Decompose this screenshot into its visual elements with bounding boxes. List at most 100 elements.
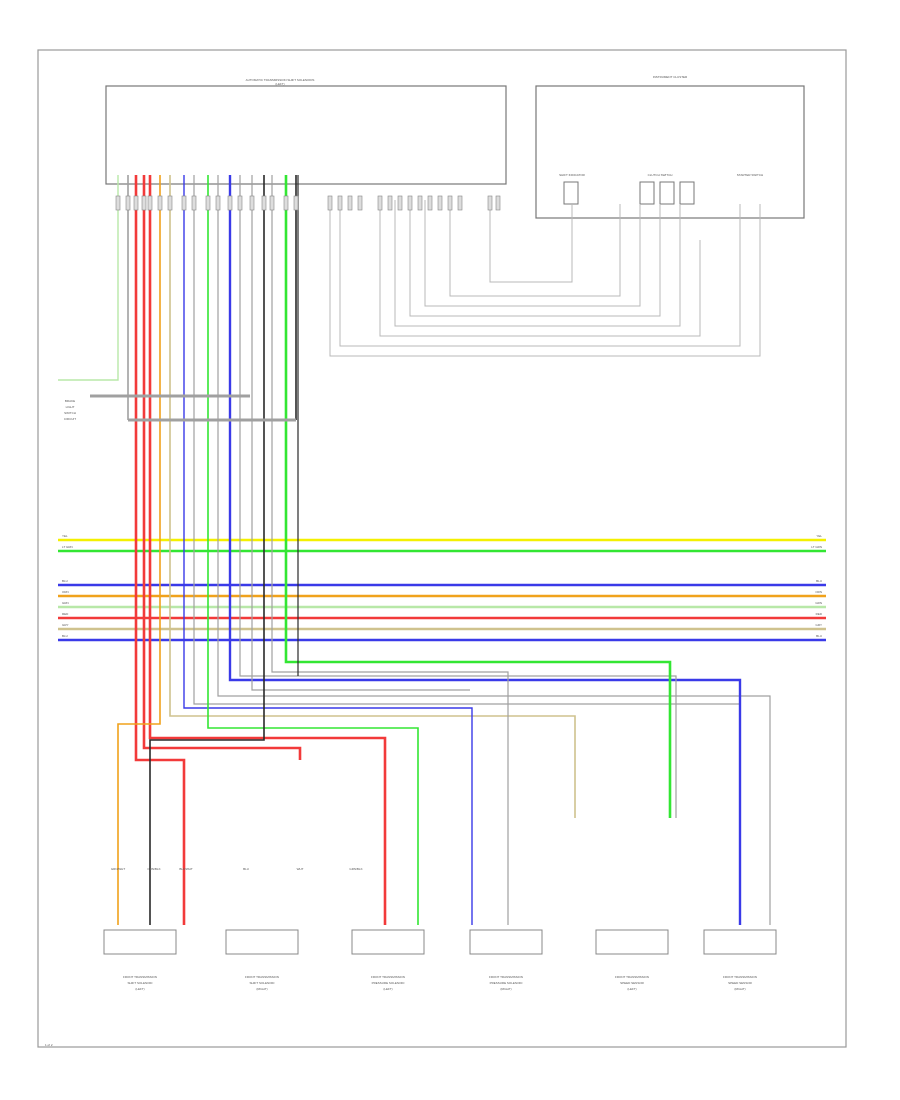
wire xyxy=(134,175,186,925)
harness-labels: GRN/WHT ORN/BLK BLK/WHT BLU WHT GRN/BLK xyxy=(111,867,363,871)
component-label: SPEED SENSOR xyxy=(620,981,645,985)
left-label-2: LIGHT xyxy=(66,405,75,409)
connector-pin xyxy=(269,195,275,211)
component-label: (LEFT) xyxy=(627,987,636,991)
connector-pin xyxy=(261,195,267,211)
bus-label: RED xyxy=(816,612,823,616)
connector-pin xyxy=(141,195,147,211)
harness-label: ORN/BLK xyxy=(147,867,160,871)
connector-pin xyxy=(215,195,221,211)
connector-pin xyxy=(397,195,403,211)
component-label: (RIGHT) xyxy=(256,987,267,991)
cluster-label-3: STARTER SWITCH xyxy=(737,173,763,177)
wire xyxy=(217,175,771,925)
bus-label: GRY xyxy=(816,623,822,627)
component-label: FRONT TRANSMISSION xyxy=(371,975,405,979)
wire xyxy=(58,175,119,381)
cluster-title: INSTRUMENT CLUSTER xyxy=(653,75,688,79)
connector-pin xyxy=(205,195,211,211)
connector-pin xyxy=(337,195,343,211)
component-box xyxy=(469,929,543,955)
component-box xyxy=(595,929,669,955)
connector-pin xyxy=(133,195,139,211)
wire xyxy=(207,175,419,925)
connector-pin xyxy=(437,195,443,211)
component-label: (RIGHT) xyxy=(500,987,511,991)
component-label: (RIGHT) xyxy=(734,987,745,991)
harness-label: BLU xyxy=(243,867,249,871)
bus-label: ORN xyxy=(815,590,822,594)
harness-label: WHT xyxy=(297,867,304,871)
bus-label: RED xyxy=(62,612,69,616)
connector-pin xyxy=(447,195,453,211)
connector-pin xyxy=(125,195,131,211)
left-label-3: SWITCH xyxy=(64,411,76,415)
component-label: FRONT TRANSMISSION xyxy=(489,975,523,979)
component-label: FRONT TRANSMISSION xyxy=(123,975,157,979)
wire xyxy=(117,175,161,925)
cluster-label-2: CLUTCH SWITCH xyxy=(648,173,673,177)
bus-label: ORN xyxy=(62,590,69,594)
component-label: (LEFT) xyxy=(135,987,144,991)
wire xyxy=(228,175,742,925)
connector-pin xyxy=(427,195,433,211)
connector-pin xyxy=(377,195,383,211)
module-title: AUTOMATIC TRANSMISSION SHIFT SOLENOIDS xyxy=(246,78,315,82)
connector-pin xyxy=(357,195,363,211)
wire xyxy=(239,175,677,818)
connector-pin xyxy=(181,195,187,211)
wire-group xyxy=(58,175,771,925)
connector-pin xyxy=(191,195,197,211)
component-label: SHIFT SOLENOID xyxy=(250,981,276,985)
component-box xyxy=(351,929,425,955)
control-module-box: AUTOMATIC TRANSMISSION SHIFT SOLENOIDS (… xyxy=(105,78,507,185)
bus-label: GRN xyxy=(815,601,822,605)
cluster-label-1: SHIFT INDICATOR xyxy=(559,173,586,177)
bus-label: BLU xyxy=(816,579,822,583)
connector-pin xyxy=(115,195,121,211)
harness-label: BLK/WHT xyxy=(179,867,193,871)
connector-pin xyxy=(293,195,299,211)
bus-lines xyxy=(58,538,826,642)
wire xyxy=(183,175,473,925)
left-side-label-group: BRAKE LIGHT SWITCH CIRCUIT xyxy=(64,399,76,421)
connector-pin xyxy=(457,195,463,211)
bus-label: GRY xyxy=(62,623,68,627)
wire xyxy=(142,175,302,760)
bus-label: YEL xyxy=(816,534,822,538)
wire xyxy=(251,175,470,691)
page-frame xyxy=(37,49,847,1048)
connector-pin xyxy=(417,195,423,211)
page-id: 1 of 2 xyxy=(45,1043,53,1047)
component-label: PRESSURE SOLENOID xyxy=(372,981,406,985)
connector-pin xyxy=(237,195,243,211)
component-label: FRONT TRANSMISSION xyxy=(245,975,279,979)
connector-pin xyxy=(157,195,163,211)
cluster-wires xyxy=(329,200,761,357)
wire xyxy=(271,175,509,925)
component-box xyxy=(103,929,177,955)
wire xyxy=(169,175,576,818)
connector-pin xyxy=(487,195,493,211)
wire xyxy=(148,175,387,925)
component-label: SHIFT SOLENOID xyxy=(128,981,154,985)
harness-label: GRN/WHT xyxy=(111,867,125,871)
wire xyxy=(149,175,265,925)
connector-pin xyxy=(387,195,393,211)
bus-label: GRN xyxy=(62,601,69,605)
connector-pin xyxy=(227,195,233,211)
connector-pin xyxy=(495,195,501,211)
left-label-4: CIRCUIT xyxy=(64,417,76,421)
module-subtitle: (LEFT) xyxy=(275,82,284,86)
connector-pin xyxy=(327,195,333,211)
connector-pin xyxy=(407,195,413,211)
left-label-1: BRAKE xyxy=(65,399,75,403)
connector-pin xyxy=(347,195,353,211)
component-label: FRONT TRANSMISSION xyxy=(615,975,649,979)
component-box xyxy=(703,929,777,955)
bus-label: YEL xyxy=(62,534,68,538)
harness-label: GRN/BLK xyxy=(349,867,362,871)
bus-label: LT GRN xyxy=(811,545,822,549)
